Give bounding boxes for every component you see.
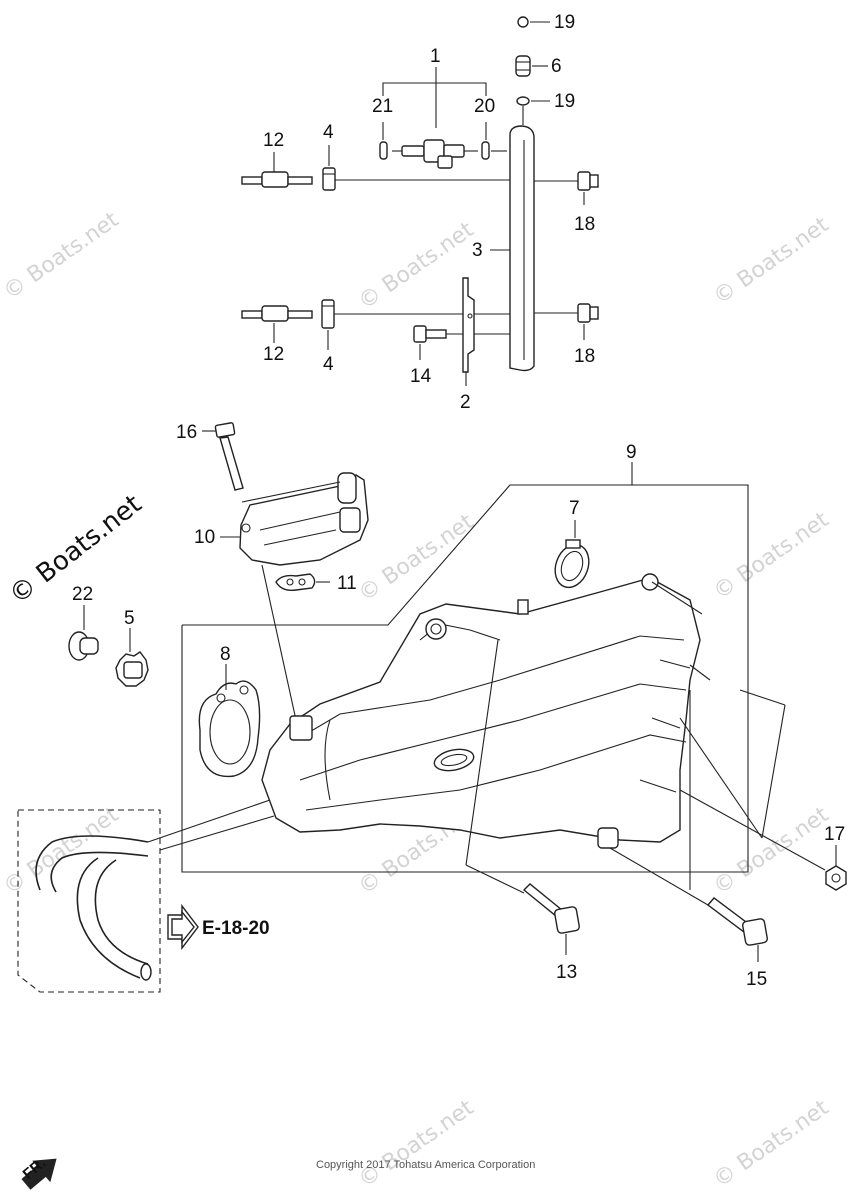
o-ring-20	[481, 141, 490, 160]
watermark: © Boats.net	[354, 1095, 479, 1193]
copyright-notice: Copyright 2017 Tohatsu America Corporati…	[316, 1159, 535, 1171]
bracket-2	[462, 277, 475, 373]
watermark: © Boats.net	[0, 207, 124, 305]
callout-10: 10	[194, 527, 215, 548]
callout-19-top: 19	[554, 12, 575, 33]
callout-18-lower: 18	[574, 346, 595, 367]
grommet-5	[115, 651, 149, 687]
watermark: © Boats.net	[709, 507, 834, 605]
callout-1: 1	[430, 46, 441, 67]
plug-22	[68, 631, 99, 661]
callout-7: 7	[569, 498, 580, 519]
callout-2: 2	[460, 392, 471, 413]
o-ring-21	[379, 141, 388, 160]
washer-19-lower	[516, 96, 530, 106]
bolt-14	[413, 325, 447, 343]
bracket-10	[239, 472, 369, 566]
callout-9: 9	[626, 442, 637, 463]
intake-manifold	[261, 573, 703, 849]
hose	[35, 835, 152, 981]
clip-11	[275, 573, 316, 592]
callout-20: 20	[474, 96, 495, 117]
collar-4-lower	[321, 299, 335, 329]
callout-8: 8	[220, 644, 231, 665]
bolt-15	[706, 897, 768, 946]
watermark: © Boats.net	[0, 802, 124, 900]
callout-14: 14	[410, 366, 432, 387]
bolt-13	[522, 883, 580, 934]
callout-22: 22	[72, 584, 93, 605]
flange-bolt-18-lower	[577, 303, 599, 323]
callout-4-upper: 4	[323, 122, 334, 143]
callout-3: 3	[472, 240, 483, 261]
fuel-injector-1	[392, 139, 507, 169]
callout-12-lower: 12	[263, 344, 284, 365]
nut-17	[825, 865, 847, 891]
callout-16: 16	[176, 422, 197, 443]
callout-5: 5	[124, 608, 135, 629]
washer-19-top	[517, 16, 529, 28]
callout-labels: 1 2 3 4 4 5 6 7 8 9 10 11 12 12 13 14 15…	[72, 12, 845, 990]
flange-bolt-18-upper	[577, 171, 599, 191]
fuel-rail-3	[509, 125, 535, 372]
callout-21: 21	[372, 96, 393, 117]
hose-clamp-7	[554, 539, 590, 589]
bolt-16	[214, 422, 244, 491]
callout-17: 17	[824, 824, 845, 845]
callout-6: 6	[551, 56, 562, 77]
callout-11: 11	[337, 573, 357, 594]
callout-13: 13	[556, 962, 577, 983]
watermark: © Boats.net	[709, 212, 834, 310]
cushion-6	[515, 55, 531, 77]
reference-arrow: E-18-20	[167, 903, 270, 951]
gasket-8	[198, 680, 261, 778]
watermark: © Boats.net	[709, 1095, 834, 1193]
callout-12-upper: 12	[263, 130, 284, 151]
stud-bolt-12-lower	[241, 305, 313, 322]
reference-label: E-18-20	[202, 918, 270, 939]
collar-4-upper	[322, 167, 336, 191]
stud-bolt-12-upper	[241, 171, 313, 188]
callout-4-lower: 4	[323, 354, 334, 375]
callout-18-upper: 18	[574, 214, 595, 235]
callout-15: 15	[746, 969, 767, 990]
front-direction-arrow: FR.	[20, 1155, 57, 1190]
watermark: © Boats.net	[354, 217, 479, 315]
callout-19-lower: 19	[554, 91, 575, 112]
